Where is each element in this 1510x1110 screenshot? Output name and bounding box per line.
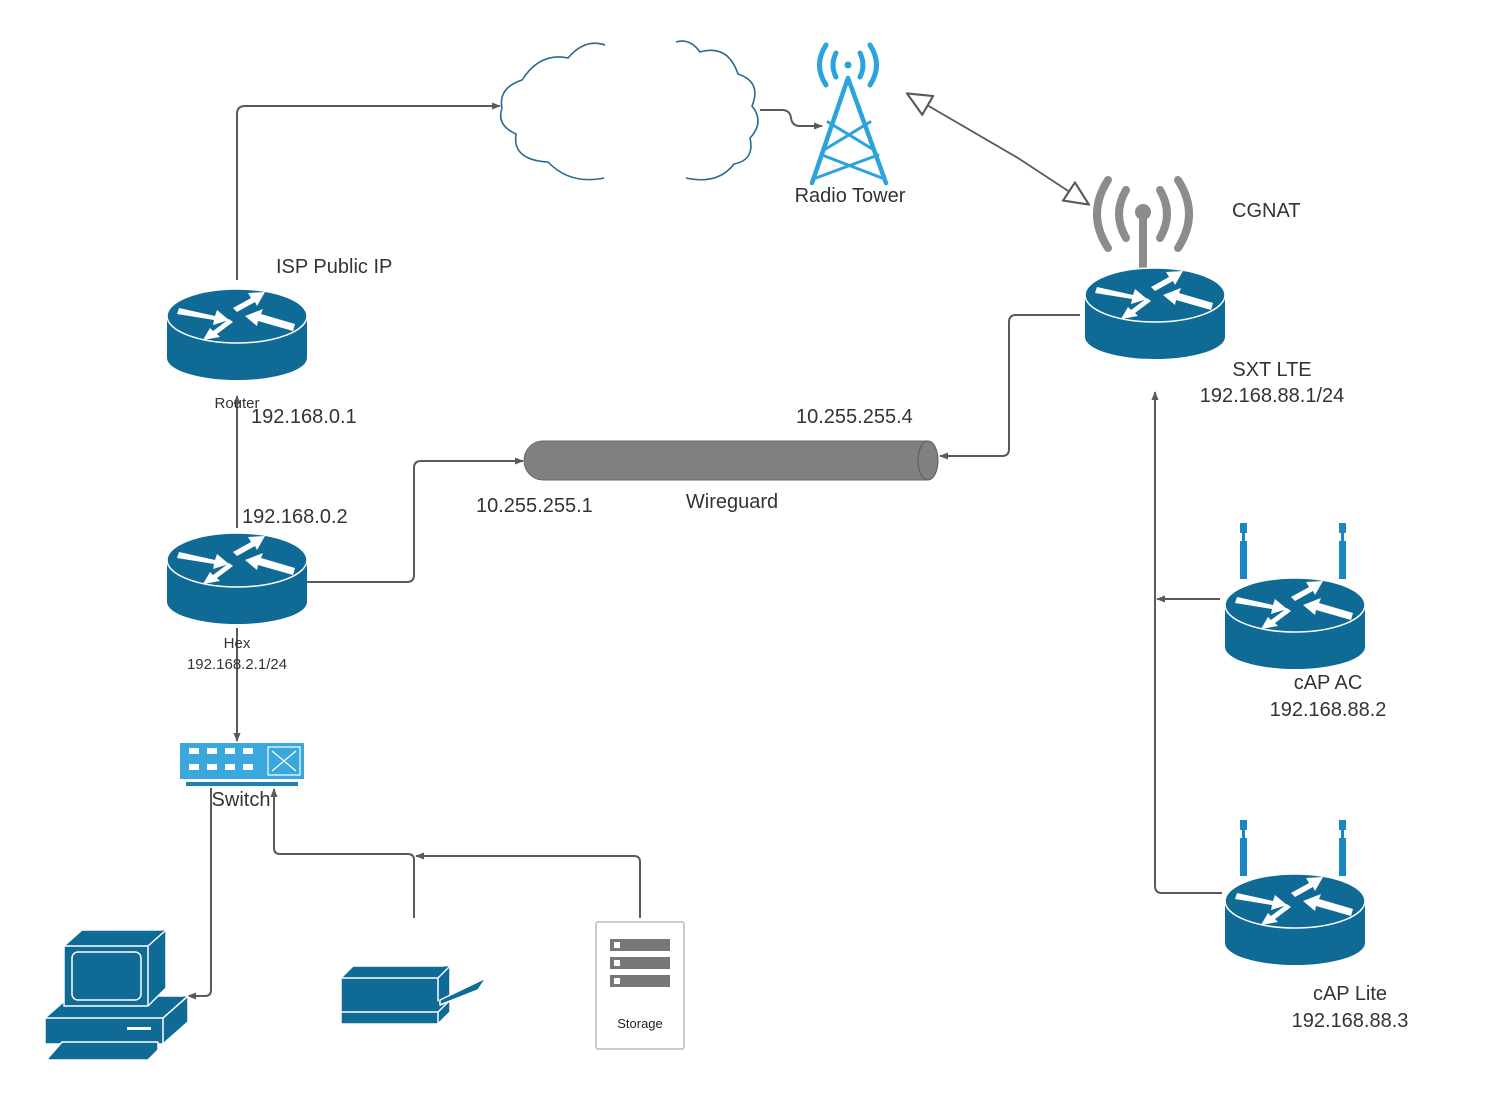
internet-cloud-icon[interactable] [499,40,759,181]
radio-tower-icon[interactable] [809,42,889,186]
sxt-lte-ip-label: 192.168.88.1/24 [1199,385,1345,407]
radio-tower-label: Radio Tower [794,185,906,207]
cap-ac-access-point-icon[interactable] [1224,523,1366,670]
wireguard-right-ip-label: 10.255.255.4 [796,406,913,428]
cap-ac-ip-label: 192.168.88.2 [1269,699,1387,721]
hex-uplink-ip-label: 192.168.0.2 [242,506,348,528]
storage-icon[interactable] [595,921,685,1050]
switch-icon[interactable] [180,743,304,786]
edge-wireless-link[interactable] [908,94,1088,204]
sxt-lte-label: SXT LTE [1232,359,1312,381]
cap-lite-ip-label: 192.168.88.3 [1291,1010,1409,1032]
printer-icon[interactable] [340,965,487,1025]
edge-sxt-to-wireguard[interactable] [939,314,1080,460]
edge-cloud-to-tower[interactable] [760,109,823,130]
wireguard-tunnel-icon[interactable] [523,440,939,481]
edge-switch-to-workstation[interactable] [187,788,212,1000]
isp-public-ip-label: ISP Public IP [276,256,393,278]
hex-ip-label: 192.168.2.1/24 [186,656,288,673]
wireguard-label: Wireguard [685,491,779,513]
workstation-icon[interactable] [44,929,189,1061]
hex-label: Hex [223,635,251,652]
sxt-lte-router-icon[interactable] [1084,176,1226,360]
cap-lite-access-point-icon[interactable] [1224,820,1366,966]
cap-ac-label: cAP AC [1293,672,1363,694]
cap-lite-label: cAP Lite [1312,983,1388,1005]
wireguard-left-ip-label: 10.255.255.1 [476,495,593,517]
switch-label: Switch [211,789,271,811]
edge-printer-to-switch[interactable] [270,788,415,918]
edge-hex-to-wireguard[interactable] [306,457,524,583]
router-ip-label: 192.168.0.1 [251,406,357,428]
hex-router-icon[interactable] [166,532,308,625]
router-icon[interactable] [166,288,308,381]
edge-caplite-to-sxt[interactable] [1151,391,1222,894]
connectors [187,94,1222,1000]
cgnat-label: CGNAT [1232,200,1301,222]
edge-router-to-cloud[interactable] [236,102,501,280]
router-label: Router [214,395,260,412]
edge-storage-to-switch[interactable] [415,852,641,918]
storage-label: Storage [617,1016,663,1031]
